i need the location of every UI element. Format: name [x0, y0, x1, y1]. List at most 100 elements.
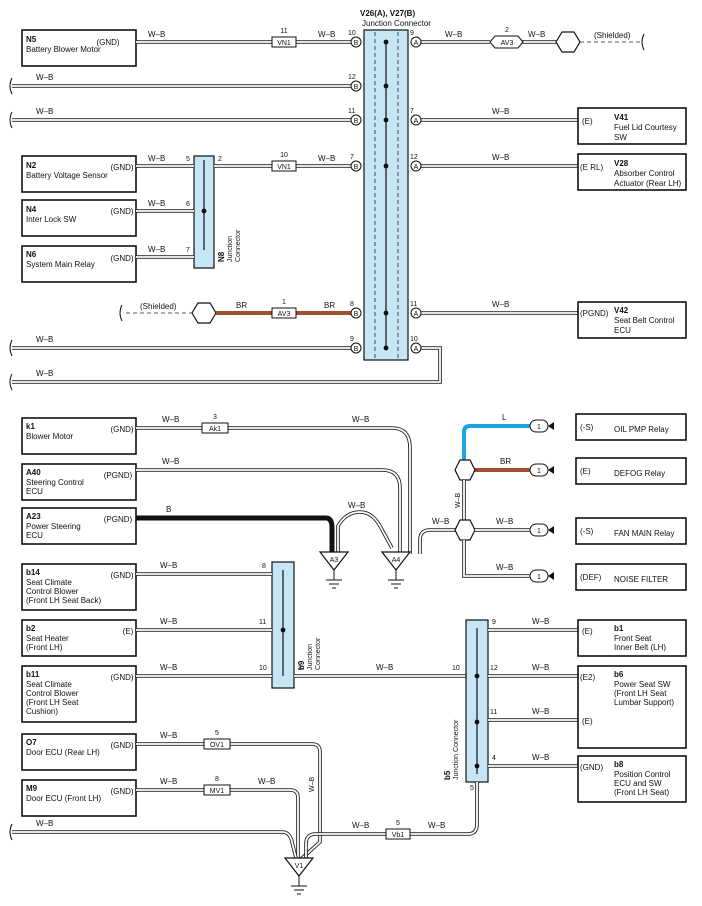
svg-text:(GND): (GND): [96, 38, 119, 47]
svg-text:b5: b5: [443, 770, 452, 780]
svg-text:(Front LH Seat): (Front LH Seat): [614, 788, 669, 797]
svg-text:b14: b14: [26, 568, 40, 577]
svg-text:9: 9: [492, 619, 496, 626]
svg-text:AV3: AV3: [278, 311, 291, 318]
wire-row-86: W–B: [9, 73, 356, 95]
svg-text:Seat Climate: Seat Climate: [26, 578, 72, 587]
svg-text:Junction: Junction: [227, 236, 234, 262]
splice-upper: L BR W–B: [454, 413, 530, 522]
svg-text:b1: b1: [614, 624, 624, 633]
svg-text:W–B: W–B: [160, 561, 177, 570]
component-k1[interactable]: k1 Blower Motor (GND): [21, 417, 137, 455]
svg-text:ECU and SW: ECU and SW: [614, 779, 662, 788]
svg-text:A23: A23: [26, 512, 41, 521]
component-b8[interactable]: b8 Position Control ECU and SW (Front LH…: [577, 755, 687, 803]
svg-text:Absorber Control: Absorber Control: [614, 169, 675, 178]
wire-k1: W–B W–B Ak1 3: [136, 414, 412, 554]
svg-text:(GND): (GND): [110, 163, 133, 172]
component-o7[interactable]: O7 Door ECU (Rear LH) (GND): [21, 733, 137, 771]
svg-text:A40: A40: [26, 468, 41, 477]
component-b14[interactable]: b14 Seat Climate Control Blower (Front L…: [21, 563, 137, 611]
svg-text:Control Blower: Control Blower: [26, 689, 79, 698]
svg-text:A: A: [414, 311, 419, 318]
component-v41[interactable]: V41 Fuel Lid Courtesy SW (E): [577, 107, 687, 145]
svg-text:11: 11: [348, 108, 355, 115]
svg-text:2: 2: [218, 156, 222, 163]
svg-text:(Front LH): (Front LH): [26, 643, 63, 652]
relay-noise-filter[interactable]: 1 (DEF) NOISE FILTER: [529, 563, 687, 591]
svg-text:1: 1: [537, 468, 541, 475]
junction-v26-subtitle: Junction Connector: [362, 19, 431, 28]
relay-fan-main[interactable]: 1 (-S) FAN MAIN Relay: [529, 517, 687, 545]
svg-text:(GND): (GND): [110, 571, 133, 580]
svg-text:B: B: [354, 84, 359, 91]
svg-text:Junction: Junction: [307, 644, 314, 670]
svg-text:9: 9: [410, 30, 414, 37]
wire-b6-e: 11 W–B: [488, 707, 578, 722]
component-b2[interactable]: b2 Seat Heater (Front LH) (E): [21, 619, 137, 657]
wire-a40: W–B: [136, 457, 402, 554]
svg-text:1: 1: [537, 574, 541, 581]
relay-defog[interactable]: 1 (E) DEFOG Relay: [529, 457, 687, 485]
svg-text:(Shielded): (Shielded): [140, 302, 177, 311]
svg-text:W–B: W–B: [532, 617, 549, 626]
component-n2[interactable]: N2 Battery Voltage Sensor (GND): [21, 155, 137, 193]
component-a23[interactable]: A23 Power Steering ECU (PGND): [21, 507, 137, 545]
svg-text:5: 5: [470, 785, 474, 792]
svg-text:Cushion): Cushion): [26, 707, 58, 716]
svg-text:Front Seat: Front Seat: [614, 634, 652, 643]
component-a40[interactable]: A40 Steering Control ECU (PGND): [21, 463, 137, 501]
svg-text:12: 12: [410, 154, 418, 161]
svg-text:b8: b8: [614, 760, 624, 769]
component-v28[interactable]: V28 Absorber Control Actuator (Rear LH) …: [577, 153, 687, 191]
svg-text:ECU: ECU: [614, 326, 631, 335]
wire-o7: W–B OV1 5 W–B: [136, 730, 322, 862]
component-b11[interactable]: b11 Seat Climate Control Blower (Front L…: [21, 665, 137, 723]
svg-text:W–B: W–B: [36, 369, 53, 378]
wire-row-120: W–B W–B: [9, 107, 578, 129]
svg-text:(E): (E): [582, 717, 593, 726]
svg-text:MV1: MV1: [210, 788, 225, 795]
svg-text:(Front LH Seat: (Front LH Seat: [614, 689, 667, 698]
svg-text:Connector: Connector: [235, 229, 242, 262]
component-n5[interactable]: N5 Battery Blower Motor (GND): [21, 29, 137, 67]
svg-text:BR: BR: [236, 301, 247, 310]
component-m9[interactable]: M9 Door ECU (Front LH) (GND): [21, 779, 137, 817]
svg-text:12: 12: [490, 665, 498, 672]
svg-text:B: B: [354, 311, 359, 318]
svg-text:System Main Relay: System Main Relay: [26, 260, 95, 269]
svg-text:ECU: ECU: [26, 487, 43, 496]
svg-text:7: 7: [186, 247, 190, 254]
svg-text:11: 11: [410, 301, 417, 308]
ground-v1: V1: [283, 857, 315, 895]
svg-text:V41: V41: [614, 113, 629, 122]
svg-text:(DEF): (DEF): [580, 573, 602, 582]
svg-text:W–B: W–B: [428, 821, 445, 830]
wire-b8: 4 W–B: [488, 753, 578, 768]
svg-text:2: 2: [505, 27, 509, 34]
component-v42[interactable]: V42 Seat Belt Control ECU (PGND): [577, 301, 687, 339]
component-b6[interactable]: b6 Power Seat SW (Front LH Seat Lumbar S…: [577, 665, 687, 749]
svg-text:Connector: Connector: [315, 637, 322, 670]
svg-text:BR: BR: [324, 301, 335, 310]
svg-text:B: B: [354, 164, 359, 171]
wire-n4: W–B 6: [136, 199, 194, 213]
svg-text:5: 5: [215, 730, 219, 737]
component-n4[interactable]: N4 Inter Lock SW (GND): [21, 199, 137, 237]
wire-n2: W–B W–B 5 2 VN1 10 W–B: [136, 152, 578, 172]
svg-text:A4: A4: [392, 557, 401, 564]
junction-v26-title: V26(A), V27(B): [360, 9, 415, 18]
component-b1[interactable]: b1 Front Seat Inner Belt (LH) (E): [577, 619, 687, 657]
wire-b6-e2: 12 W–B: [488, 663, 578, 678]
svg-text:3: 3: [213, 414, 217, 421]
svg-text:W–B: W–B: [432, 517, 449, 526]
ground-a4: A4: [380, 551, 412, 589]
component-n6[interactable]: N6 System Main Relay (GND): [21, 245, 137, 283]
relay-oil-pmp[interactable]: 1 (-S) OIL PMP Relay: [529, 413, 687, 441]
wire-br-shielded: (Shielded) BR BR AV3 1 W–B: [119, 299, 578, 324]
svg-text:(GND): (GND): [110, 207, 133, 216]
svg-text:W–B: W–B: [36, 335, 53, 344]
svg-text:A: A: [414, 40, 419, 47]
wire-b2: W–B 11: [136, 617, 272, 632]
